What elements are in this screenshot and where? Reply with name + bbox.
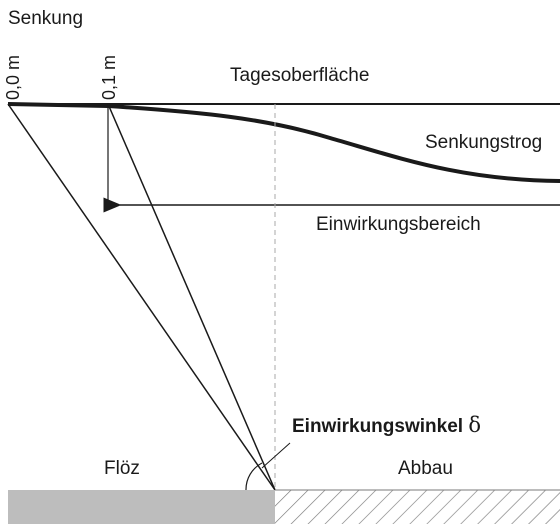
influence-line-inner (107, 103, 276, 491)
influence-line-outer (7, 103, 276, 491)
angle-arc (245, 462, 263, 491)
seam-block (8, 490, 275, 524)
influence-range-label: Einwirkungsbereich (316, 214, 481, 235)
mined-area (275, 490, 560, 524)
tick-label-zero: 0,0 m (3, 54, 23, 100)
seam-label: Flöz (104, 458, 140, 479)
surface-label: Tagesoberfläche (230, 65, 370, 86)
trough-label: Senkungstrog (425, 132, 543, 153)
angle-symbol: δ (468, 413, 481, 437)
angle-label-text: Einwirkungswinkel (292, 416, 464, 437)
mining-label: Abbau (398, 458, 453, 479)
angle-leader (261, 442, 291, 469)
axis-label-senkung: Senkung (8, 8, 84, 29)
angle-label: Einwirkungswinkel δ (292, 413, 481, 437)
trough-curve (7, 102, 560, 183)
tick-label-point-one: 0,1 m (99, 54, 119, 100)
